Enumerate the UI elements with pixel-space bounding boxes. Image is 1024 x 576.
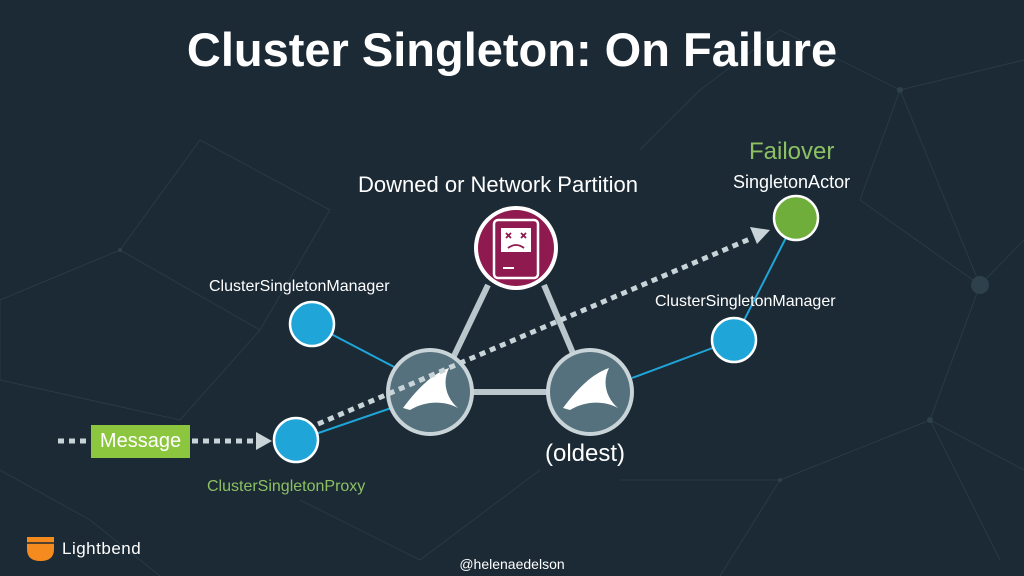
- message-arrows: [58, 227, 770, 450]
- message-box: Message: [91, 425, 190, 458]
- akka-logo-icon: [403, 368, 458, 410]
- singleton-actor-label: SingletonActor: [733, 172, 851, 192]
- csm-left-label: ClusterSingletonManager: [209, 278, 390, 295]
- link-failed-to-right-node: [541, 283, 578, 360]
- csm-left-node: [288, 300, 336, 348]
- oldest-label: (oldest): [545, 440, 626, 467]
- arrowhead-proxy: [256, 432, 272, 450]
- cluster-node-left: [386, 348, 474, 436]
- failed-node: [474, 206, 558, 290]
- background-dots: [118, 87, 989, 482]
- background-network: [0, 29, 1024, 576]
- downed-label: Downed or Network Partition: [358, 172, 639, 197]
- failover-label: Failover: [749, 138, 835, 165]
- akka-logo-icon: [563, 368, 618, 410]
- proxy-label: ClusterSingletonProxy: [207, 478, 366, 495]
- csm-right-node: [710, 316, 758, 364]
- proxy-node: [272, 416, 320, 464]
- sad-mac-icon: [492, 218, 540, 280]
- arrow-proxy-to-actor: [317, 235, 753, 427]
- author-handle: @helenaedelson: [459, 556, 565, 572]
- arrowhead-actor: [750, 227, 770, 244]
- cluster-links: [450, 283, 578, 395]
- link-failed-to-left-node: [450, 283, 491, 360]
- brand-name: Lightbend: [62, 539, 142, 558]
- cluster-node-right: [546, 348, 634, 436]
- slide-title: Cluster Singleton: On Failure: [186, 23, 838, 76]
- singleton-actor-node: [772, 194, 820, 242]
- csm-right-label: ClusterSingletonManager: [655, 293, 836, 310]
- lightbend-logo-icon: [27, 537, 54, 561]
